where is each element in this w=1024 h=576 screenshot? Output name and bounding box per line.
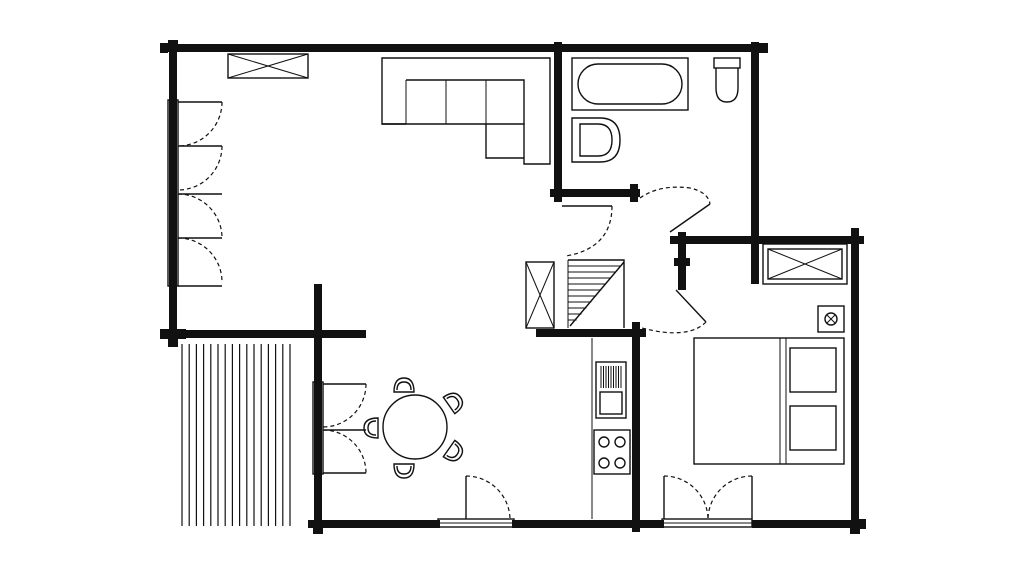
- door-icon: [322, 383, 367, 474]
- door-icon: [177, 101, 223, 191]
- dining-table-icon: [382, 394, 448, 460]
- terrace-deck: [181, 344, 291, 526]
- door-icon: [177, 193, 223, 287]
- window-icon: [661, 518, 753, 528]
- door-icon: [562, 205, 613, 257]
- bathtub-icon: [571, 57, 689, 111]
- walls: [164, 42, 864, 534]
- door-icon: [465, 475, 511, 520]
- boiler-icon: [817, 305, 845, 333]
- window-icon: [437, 518, 515, 528]
- windows: [167, 99, 753, 528]
- chair-icon: [363, 417, 379, 439]
- door-icon: [639, 186, 711, 233]
- stove-icon: [593, 429, 631, 475]
- window-icon: [312, 381, 324, 475]
- staircase-icon: [525, 259, 625, 329]
- door-icon: [663, 475, 753, 520]
- chair-icon: [442, 439, 464, 462]
- stair-steps: [568, 265, 621, 321]
- wall-posts: [160, 40, 866, 534]
- kitchen-sink-icon: [595, 361, 627, 419]
- wardrobe-icon: [762, 243, 848, 285]
- window-icon: [167, 99, 179, 287]
- chair-icon: [393, 377, 415, 393]
- wardrobe-icon: [227, 53, 309, 79]
- sofa-icon: [381, 57, 551, 165]
- chair-icon: [393, 463, 415, 479]
- toilet-icon: [713, 57, 741, 103]
- double-bed-icon: [693, 337, 845, 465]
- door-icon: [641, 289, 707, 334]
- sink-icon: [571, 117, 621, 163]
- chair-icon: [442, 392, 464, 415]
